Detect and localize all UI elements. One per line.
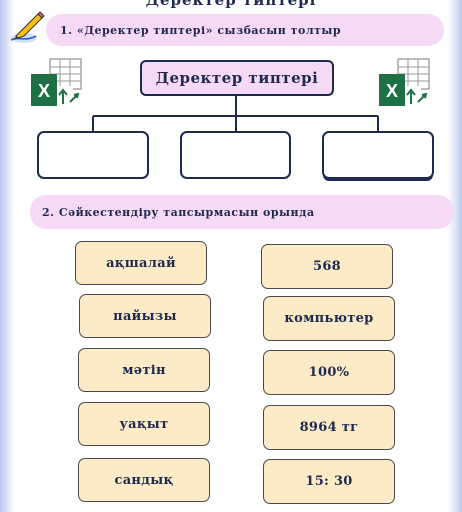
diagram-blank-box-3[interactable]	[322, 131, 434, 179]
match-right-label: компьютер	[284, 311, 374, 326]
page-title: Деректер типтері	[145, 0, 317, 9]
task-2-banner: 2. Сәйкестендіру тапсырмасын орында	[30, 195, 454, 229]
task-1-label: 1. «Деректер типтері» сызбасын толтыр	[60, 23, 342, 37]
match-right-label: 8964 тг	[299, 420, 359, 435]
excel-icon: X	[31, 58, 82, 106]
svg-text:X: X	[38, 81, 50, 101]
diagram-blank-box-1[interactable]	[37, 131, 149, 179]
match-right-card-2[interactable]: компьютер	[263, 296, 395, 341]
task-1-banner: 1. «Деректер типтері» сызбасын толтыр	[46, 14, 444, 46]
diagram-connectors	[92, 96, 379, 131]
match-left-label: уақыт	[119, 416, 169, 432]
svg-text:X: X	[386, 81, 398, 101]
match-left-card-4[interactable]: уақыт	[78, 402, 210, 446]
match-left-card-2[interactable]: пайызы	[79, 294, 211, 338]
match-left-label: сандық	[114, 472, 174, 488]
diagram-root-box: Деректер типтері	[140, 60, 334, 96]
match-right-card-1[interactable]: 568	[261, 244, 393, 289]
match-right-card-5[interactable]: 15: 30	[263, 459, 395, 504]
pencil-icon	[10, 11, 45, 43]
diagram-blank-box-2[interactable]	[180, 131, 291, 179]
match-right-label: 100%	[308, 365, 350, 380]
diagram-root-label: Деректер типтері	[155, 69, 319, 87]
match-right-label: 15: 30	[305, 474, 353, 489]
match-right-card-4[interactable]: 8964 тг	[263, 405, 395, 450]
excel-icon: X	[379, 58, 430, 106]
task-2-label: 2. Сәйкестендіру тапсырмасын орында	[42, 205, 315, 219]
match-left-label: мәтін	[122, 362, 166, 378]
match-left-label: пайызы	[113, 308, 177, 324]
match-left-card-3[interactable]: мәтін	[78, 348, 210, 392]
match-right-label: 568	[312, 259, 342, 274]
match-left-card-1[interactable]: ақшалай	[75, 241, 207, 285]
match-right-card-3[interactable]: 100%	[263, 350, 395, 395]
match-left-card-5[interactable]: сандық	[78, 458, 210, 502]
match-left-label: ақшалай	[106, 255, 176, 271]
